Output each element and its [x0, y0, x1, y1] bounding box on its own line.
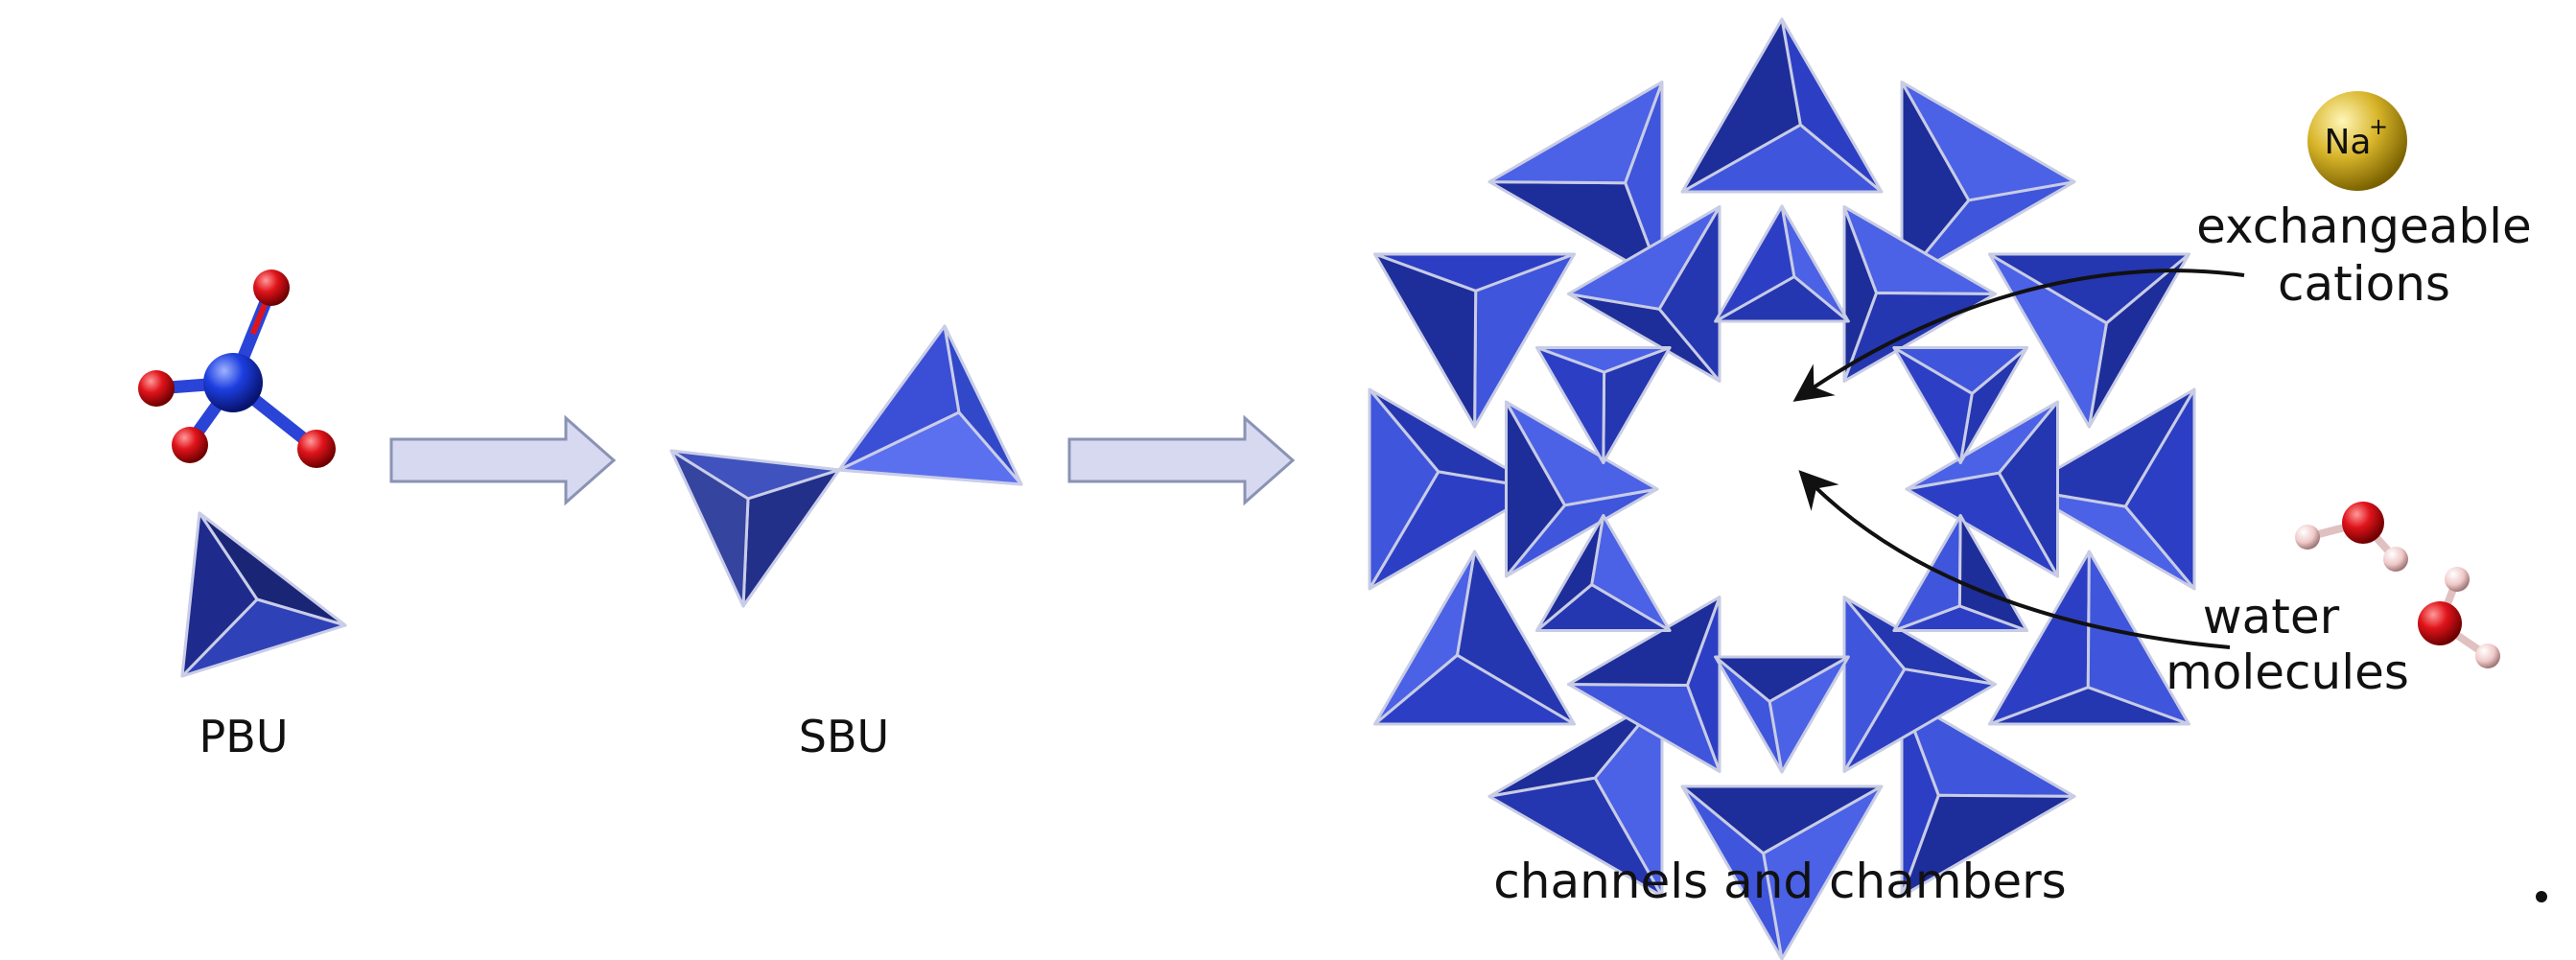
water-label-line1: water: [2203, 589, 2340, 644]
sbu-panel: [669, 324, 1023, 608]
sbu-tetrahedron-left: [669, 449, 841, 608]
cations-label-line1: exchangeable: [2196, 199, 2532, 254]
framework-tetrahedron: [1714, 204, 1850, 323]
zeolite-framework: [1368, 17, 2196, 960]
cations-pointer-arrow: [1792, 269, 2245, 402]
framework-tetrahedron: [1680, 17, 1884, 194]
framework-tetrahedron: [1487, 695, 1664, 898]
water-pointer-arrow: [1798, 470, 2231, 649]
framework-tetrahedron: [2020, 387, 2196, 591]
framework-tetrahedron: [1567, 205, 1721, 383]
framework-tetrahedron: [1988, 550, 2190, 726]
framework-tetrahedron: [1900, 695, 2076, 898]
framework-tetrahedron: [1505, 400, 1659, 578]
sodium-ion-icon: Na +: [2307, 91, 2407, 191]
framework-tetrahedron: [1988, 252, 2190, 429]
assembly-arrow-2: [1067, 414, 1296, 506]
cation-symbol: Na: [2325, 123, 2372, 162]
framework-tetrahedron: [1373, 550, 1576, 726]
framework-tetrahedron: [1900, 81, 2076, 283]
cation-charge: +: [2369, 113, 2388, 140]
water-label-line2: molecules: [2166, 644, 2409, 700]
sbu-tetrahedron-right: [837, 324, 1023, 486]
framework-tetrahedron: [1535, 514, 1672, 632]
water-molecule-icon: [2295, 502, 2408, 572]
tetrahedron-polyhedron-icon: [180, 511, 347, 678]
framework-tetrahedron: [1714, 655, 1850, 774]
framework-tetrahedron: [1680, 784, 1884, 960]
framework-label: channels and chambers: [1493, 854, 2066, 909]
pbu-panel: PBU: [138, 269, 347, 762]
framework-tetrahedron: [1535, 346, 1672, 464]
framework-tetrahedron: [1368, 387, 1544, 591]
cations-label-line2: cations: [2278, 256, 2450, 312]
framework-tetrahedron: [1487, 81, 1664, 283]
framework-tetrahedron: [1842, 205, 1997, 383]
framework-tetrahedron: [1567, 596, 1721, 773]
water-molecule-icon: [2418, 567, 2500, 668]
framework-tetrahedron: [1905, 400, 2059, 578]
trailing-dot: [2536, 891, 2547, 902]
tetrahedron-ball-and-stick-icon: [138, 269, 336, 468]
assembly-arrow-1: [389, 414, 617, 506]
framework-tetrahedron: [1842, 596, 1997, 773]
framework-tetrahedron: [1892, 346, 2028, 464]
sbu-label: SBU: [799, 711, 889, 762]
pbu-label: PBU: [199, 711, 289, 762]
framework-tetrahedron: [1373, 252, 1576, 429]
